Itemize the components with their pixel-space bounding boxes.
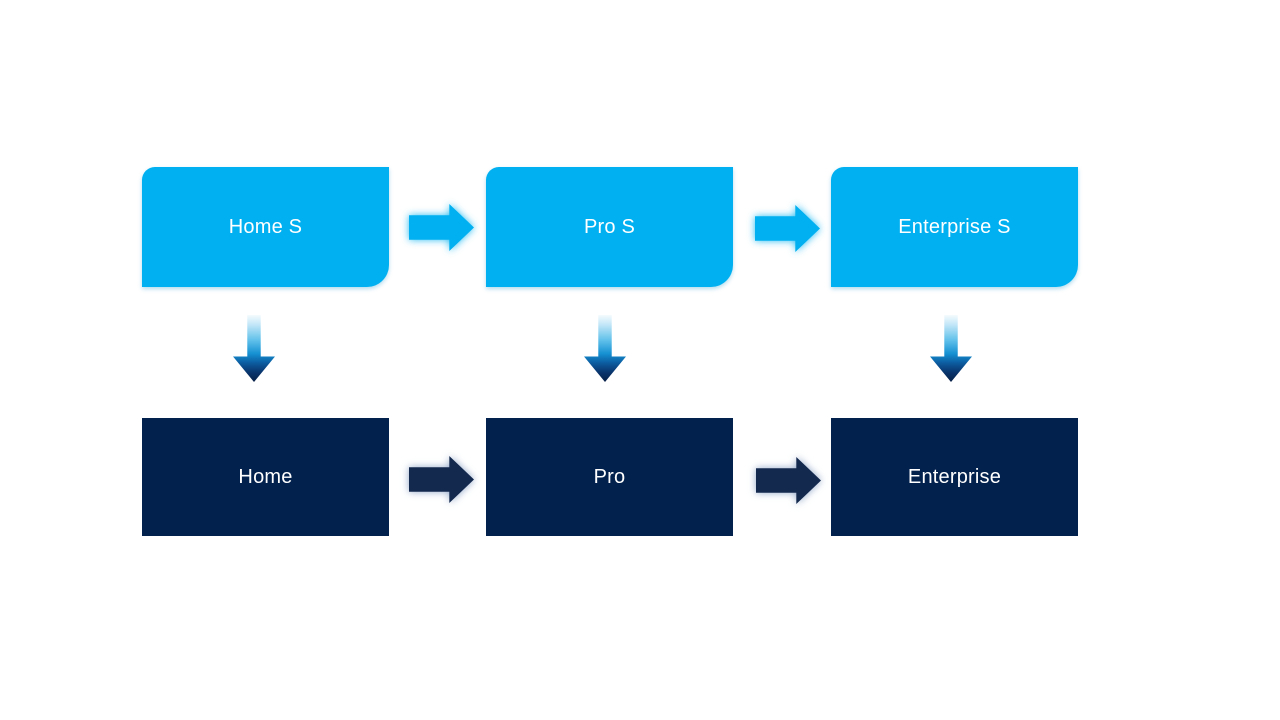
right-arrow-shape bbox=[409, 204, 474, 251]
right-arrow-shape bbox=[756, 457, 821, 504]
node-pro-label: Pro bbox=[593, 465, 626, 488]
right-arrow-shape bbox=[409, 456, 474, 503]
down-arrow-icon bbox=[930, 315, 972, 382]
right-arrow-icon bbox=[409, 456, 474, 503]
right-arrow-icon bbox=[755, 205, 820, 252]
node-home-s-label: Home S bbox=[228, 215, 303, 238]
node-home: Home bbox=[142, 418, 389, 536]
node-pro-s: Pro S bbox=[486, 167, 733, 287]
right-arrow-icon bbox=[756, 457, 821, 504]
down-arrow-icon bbox=[584, 315, 626, 382]
node-enterprise: Enterprise bbox=[831, 418, 1078, 536]
node-home-s: Home S bbox=[142, 167, 389, 287]
node-pro: Pro bbox=[486, 418, 733, 536]
right-arrow-shape bbox=[755, 205, 820, 252]
node-enterprise-s: Enterprise S bbox=[831, 167, 1078, 287]
node-pro-s-label: Pro S bbox=[583, 215, 636, 238]
node-home-label: Home bbox=[238, 465, 293, 488]
right-arrow-icon bbox=[409, 204, 474, 251]
down-arrow-icon bbox=[233, 315, 275, 382]
node-enterprise-label: Enterprise bbox=[907, 465, 1002, 488]
node-enterprise-s-label: Enterprise S bbox=[898, 215, 1011, 238]
